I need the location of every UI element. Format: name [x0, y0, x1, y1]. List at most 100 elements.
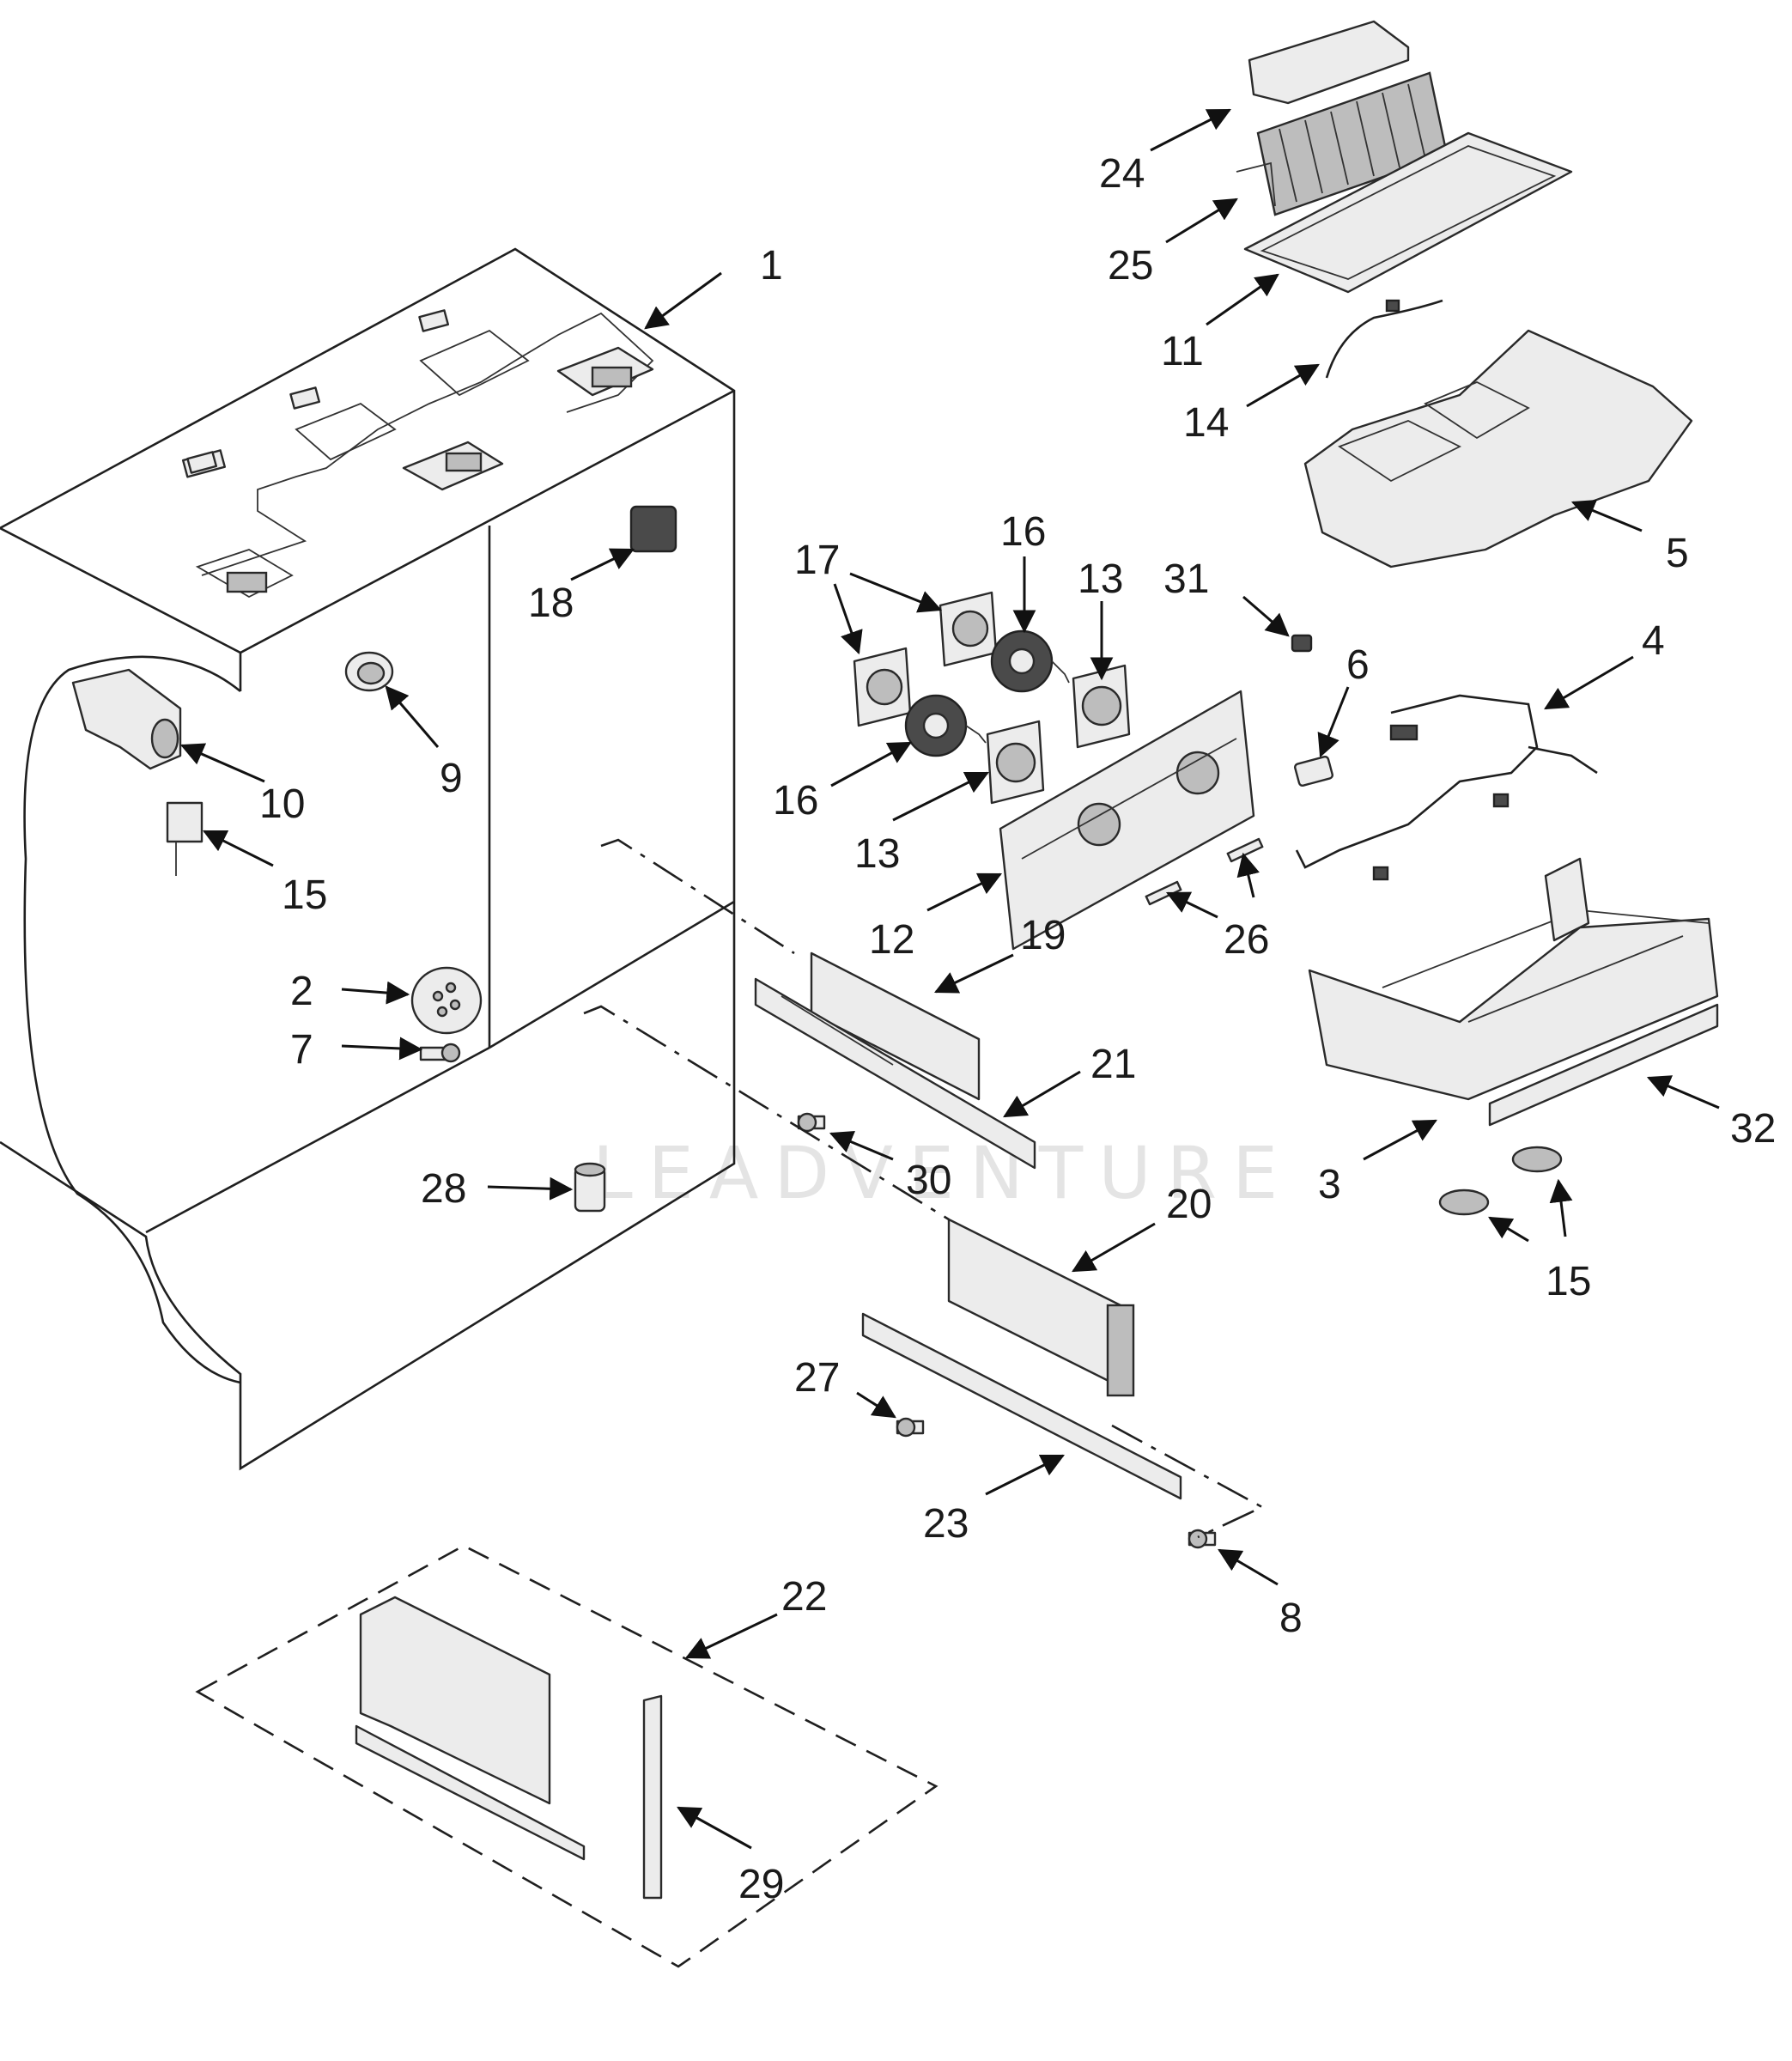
part-23-slide-rail [861, 1312, 1182, 1500]
guide-line-lower [1111, 1424, 1265, 1539]
part-16-fan-upper [990, 629, 1070, 693]
callout-23: 23 [923, 1501, 969, 1547]
leader-15b-1 [1488, 1216, 1529, 1243]
leader-17b [833, 583, 863, 655]
leader-16b [830, 741, 912, 787]
part-9-grommet [344, 651, 394, 692]
leader-23 [985, 1454, 1066, 1496]
callout-1: 1 [760, 243, 783, 289]
part-18-vent [629, 505, 677, 553]
callout-25: 25 [1108, 243, 1153, 289]
leader-19 [933, 953, 1014, 994]
leader-17a [849, 572, 943, 613]
leader-11 [1206, 273, 1279, 326]
part-27-screw [896, 1417, 925, 1438]
leader-5 [1570, 499, 1643, 532]
leader-1 [644, 271, 722, 330]
part-32-trim [1488, 1003, 1719, 1127]
leader-24 [1150, 108, 1232, 152]
leader-8 [1218, 1548, 1279, 1586]
callout-29: 29 [738, 1862, 784, 1907]
callout-28: 28 [421, 1166, 466, 1212]
part-6-gasket [1294, 755, 1333, 787]
callout-10: 10 [259, 781, 305, 827]
callout-16b: 16 [773, 778, 818, 824]
part-15-sensors-lower [1438, 1146, 1563, 1216]
part-19-slide-cover [810, 951, 981, 1101]
callout-26: 26 [1224, 917, 1269, 963]
callout-3: 3 [1318, 1162, 1341, 1207]
part-16-fan-lower [904, 694, 987, 757]
callout-32: 32 [1730, 1106, 1776, 1152]
part-7-screw [419, 1043, 461, 1063]
part-10-sensor-housing [71, 668, 182, 770]
callout-27: 27 [794, 1355, 840, 1401]
callout-18: 18 [528, 581, 574, 626]
part-31-clip [1291, 634, 1313, 653]
leader-15a [202, 830, 274, 867]
part-5-tray [1303, 329, 1693, 568]
part-17-fan-housing-upper [939, 591, 998, 667]
leader-25 [1165, 198, 1238, 244]
leader-29 [677, 1806, 752, 1850]
leader-15b-2 [1549, 1178, 1573, 1237]
part-21-slide-rail [754, 977, 1036, 1170]
callout-22: 22 [781, 1574, 827, 1620]
callout-5: 5 [1666, 531, 1689, 576]
callout-11: 11 [1161, 329, 1204, 374]
part-30-screw [797, 1112, 826, 1133]
callout-6: 6 [1346, 642, 1370, 688]
leader-30 [829, 1131, 894, 1161]
part-13-shroud-lower [986, 720, 1045, 805]
part-11-drain-pan [1243, 131, 1573, 294]
callout-30: 30 [906, 1158, 951, 1203]
leader-22 [684, 1613, 778, 1659]
callout-24: 24 [1099, 151, 1145, 197]
callout-9: 9 [440, 756, 463, 801]
leader-2 [341, 981, 410, 1005]
callout-15b: 15 [1546, 1259, 1591, 1304]
leader-12 [926, 872, 1003, 912]
leader-14 [1246, 363, 1320, 408]
callout-21: 21 [1090, 1042, 1136, 1087]
leader-32 [1646, 1075, 1720, 1110]
part-15-thermistor [166, 801, 203, 876]
part-13-shroud-upper [1072, 664, 1131, 749]
part-14-heater-wire [1325, 299, 1443, 379]
callout-14: 14 [1183, 400, 1229, 446]
leader-26a [1165, 891, 1218, 919]
part-12-fan-panel [999, 690, 1255, 951]
part-29-rail [642, 1694, 663, 1900]
leader-31 [1242, 595, 1290, 637]
callout-31: 31 [1163, 556, 1209, 602]
callout-13b: 13 [854, 831, 900, 877]
callout-15a: 15 [282, 872, 327, 918]
guide-line-upper [600, 838, 795, 955]
leader-13b [892, 771, 990, 822]
callout-4: 4 [1642, 618, 1665, 664]
guide-line-middle [583, 1005, 950, 1221]
part-22-slide-assembly [195, 1544, 939, 1968]
callout-20: 20 [1166, 1182, 1212, 1227]
callout-13a: 13 [1078, 556, 1123, 602]
leader-21 [1003, 1070, 1081, 1118]
leader-27 [856, 1391, 896, 1419]
leader-9 [385, 685, 440, 748]
callout-7: 7 [290, 1027, 313, 1073]
leader-7 [341, 1037, 423, 1061]
callout-2: 2 [290, 969, 313, 1014]
leader-10 [179, 743, 265, 783]
watermark-text: LEADVENTURE [592, 1131, 1293, 1215]
part-24-cover [1248, 20, 1410, 105]
part-3-drawer-housing [1308, 857, 1719, 1101]
leader-4 [1544, 655, 1634, 710]
callout-8: 8 [1279, 1596, 1303, 1641]
leader-26b [1236, 852, 1260, 898]
callout-12: 12 [869, 917, 914, 963]
leader-28 [487, 1176, 574, 1201]
part-28-cylinder [574, 1162, 606, 1213]
part-8-screw [1188, 1529, 1217, 1549]
part-20-rail-bracket [947, 1218, 1135, 1397]
cabinet-liner [0, 247, 736, 1471]
